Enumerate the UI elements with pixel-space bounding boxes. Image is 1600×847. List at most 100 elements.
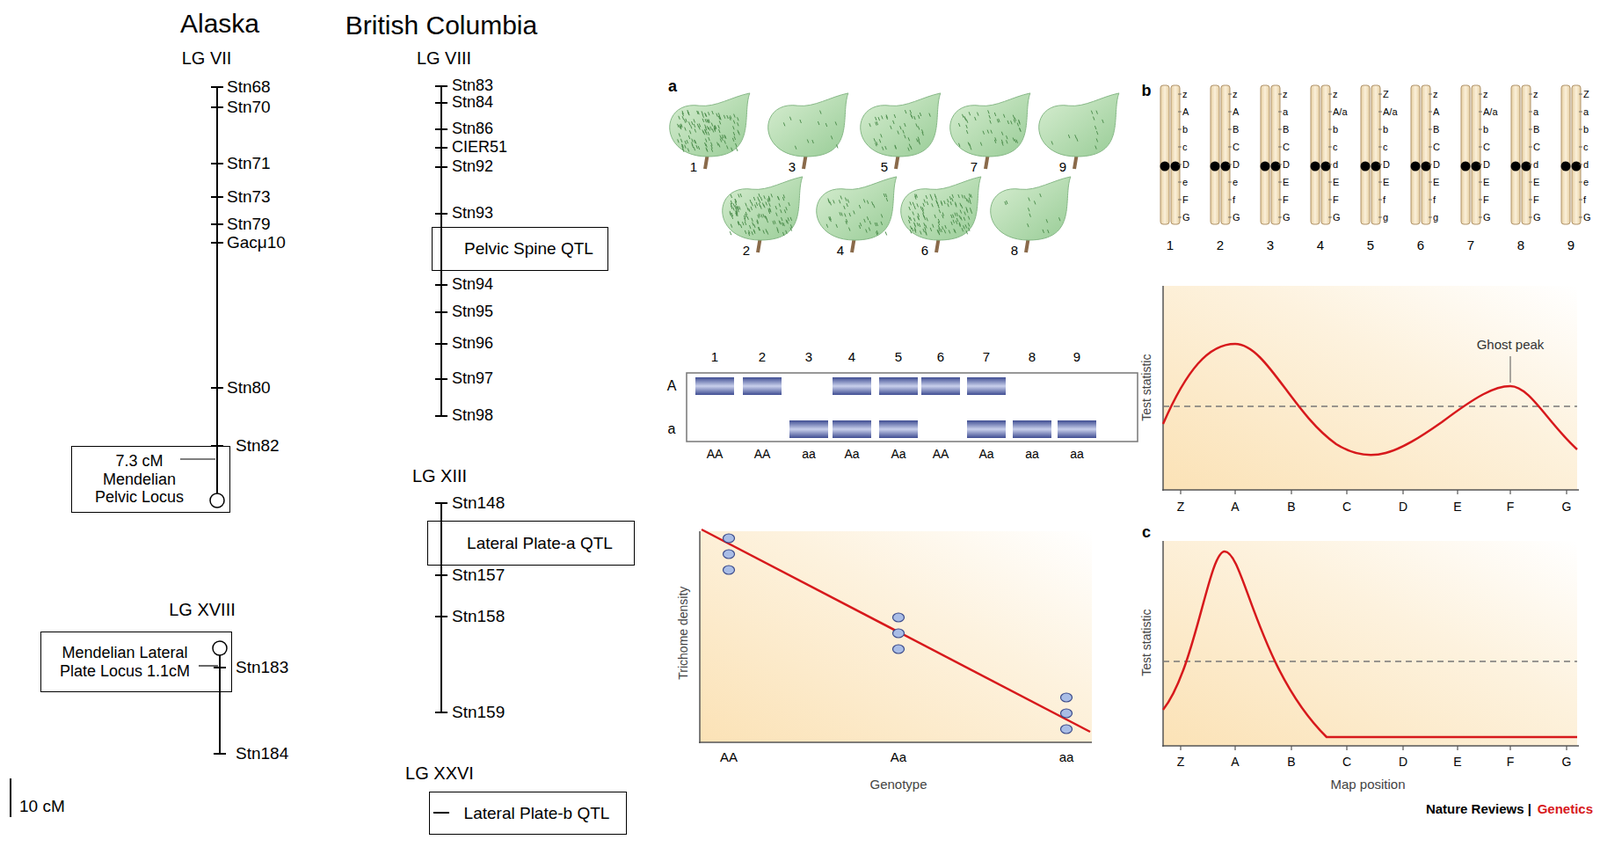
leaf-hair <box>762 203 764 207</box>
locus-letter: c <box>1332 141 1339 153</box>
leaf-hair <box>757 226 760 231</box>
leaf-hair <box>733 125 735 130</box>
chromosome <box>1271 85 1280 225</box>
chromosome <box>1471 85 1481 225</box>
leaf-hair <box>705 144 708 148</box>
locus-letter: d <box>1332 159 1339 170</box>
leaf-hair <box>1102 119 1105 124</box>
axis-title: Trichome density <box>676 586 691 680</box>
leaf-hair <box>763 230 765 234</box>
leaf-hair <box>738 194 741 198</box>
leaf-hair <box>938 228 941 233</box>
chromosome-number: 8 <box>1517 238 1525 254</box>
leaf-hair <box>690 124 692 129</box>
leaf-hair <box>1094 125 1097 130</box>
locus-letter: D <box>1483 159 1491 170</box>
leaf-hair <box>946 198 949 203</box>
leaf-hair <box>719 116 721 120</box>
marker-tick <box>210 86 224 88</box>
region-title: British Columbia <box>345 10 538 40</box>
test-statistic-curve <box>1163 343 1578 455</box>
linkage-group-line <box>440 86 443 416</box>
locus-tick <box>1478 164 1483 166</box>
regression-line <box>701 529 1091 732</box>
leaf-hair <box>931 203 934 207</box>
leaf-hair <box>961 194 964 198</box>
axis-tick <box>1345 745 1347 750</box>
leaf-hair <box>916 138 918 143</box>
locus-letter: g <box>1432 211 1439 223</box>
leaf-hair <box>955 220 958 225</box>
leaf-hair <box>689 130 691 134</box>
locus-letter: a <box>1282 106 1288 117</box>
leaf-hair <box>872 201 874 205</box>
leaf-hair <box>685 118 688 123</box>
axis <box>1162 285 1164 491</box>
locus-tick <box>1528 164 1533 166</box>
locus-tick <box>1178 164 1182 166</box>
locus-letter: A <box>1232 106 1239 117</box>
locus-letter: b <box>1483 123 1489 135</box>
leaf-hair <box>904 109 907 114</box>
leaf <box>990 176 1071 240</box>
leaf-hair <box>1001 139 1004 144</box>
locus-circle <box>212 640 227 655</box>
locus-tick <box>1228 146 1232 148</box>
box-text: 7.3 cM Mendelian Pelvic Locus <box>81 451 198 507</box>
locus-tick <box>1228 129 1232 131</box>
chromosome-number: 7 <box>1467 238 1475 254</box>
chromosome <box>1410 85 1420 225</box>
locus-letter: F <box>1483 194 1490 205</box>
leaf-hair <box>876 141 879 146</box>
leaf-hair <box>738 220 741 225</box>
marker-tick <box>210 162 224 165</box>
leaf-hair <box>1014 117 1017 122</box>
lane-number: 2 <box>758 349 766 365</box>
marker-tick <box>435 311 448 313</box>
box-text: Lateral Plate-a QTL <box>466 533 613 553</box>
leaf-hair <box>930 196 933 201</box>
leaf-hair <box>686 139 689 144</box>
leaf-hair <box>958 194 960 198</box>
locus-letter: a <box>1583 106 1589 117</box>
leaf-hair <box>931 224 934 228</box>
leaf-hair <box>966 124 968 129</box>
leaf-hair <box>966 206 968 211</box>
locus-tick <box>1278 199 1282 201</box>
locus-letter: f <box>1232 194 1236 205</box>
axis-tick-label: aa <box>1059 749 1075 765</box>
locus-tick <box>1428 164 1433 166</box>
leaf-hair <box>783 194 786 198</box>
locus-letter: A <box>1432 106 1440 117</box>
gel-band <box>1057 420 1097 438</box>
leaf-hair <box>917 216 920 220</box>
leaf-hair <box>719 129 721 133</box>
leaf-hair <box>779 220 782 225</box>
locus-tick <box>1228 199 1232 201</box>
leaf-hair <box>964 211 967 216</box>
lane-number: 1 <box>711 349 719 365</box>
leaf-hair <box>853 210 856 214</box>
leaf-hair <box>768 197 771 202</box>
locus-tick <box>1528 181 1533 183</box>
leaf-hair <box>952 214 955 219</box>
leaf-hair <box>677 123 680 128</box>
leaf-hair <box>723 115 726 119</box>
marker-tick <box>435 574 448 576</box>
centromere <box>1321 161 1331 172</box>
locus-letter: b <box>1583 123 1589 135</box>
leaf-hair <box>1040 193 1042 197</box>
centromere <box>1310 161 1321 172</box>
locus-letter: B <box>1282 123 1289 135</box>
leaf-hair <box>694 129 697 133</box>
leaf-hair <box>913 218 916 222</box>
leaf-hair <box>938 209 941 213</box>
leaf-hair <box>750 206 753 211</box>
axis-tick <box>1509 489 1511 495</box>
leaf-hair <box>732 138 735 142</box>
leaf-hair <box>938 218 940 223</box>
leaf-hair <box>724 135 727 139</box>
locus-tick <box>1578 146 1583 148</box>
leaf-hair <box>909 201 912 205</box>
plant-number: 8 <box>1010 243 1019 259</box>
